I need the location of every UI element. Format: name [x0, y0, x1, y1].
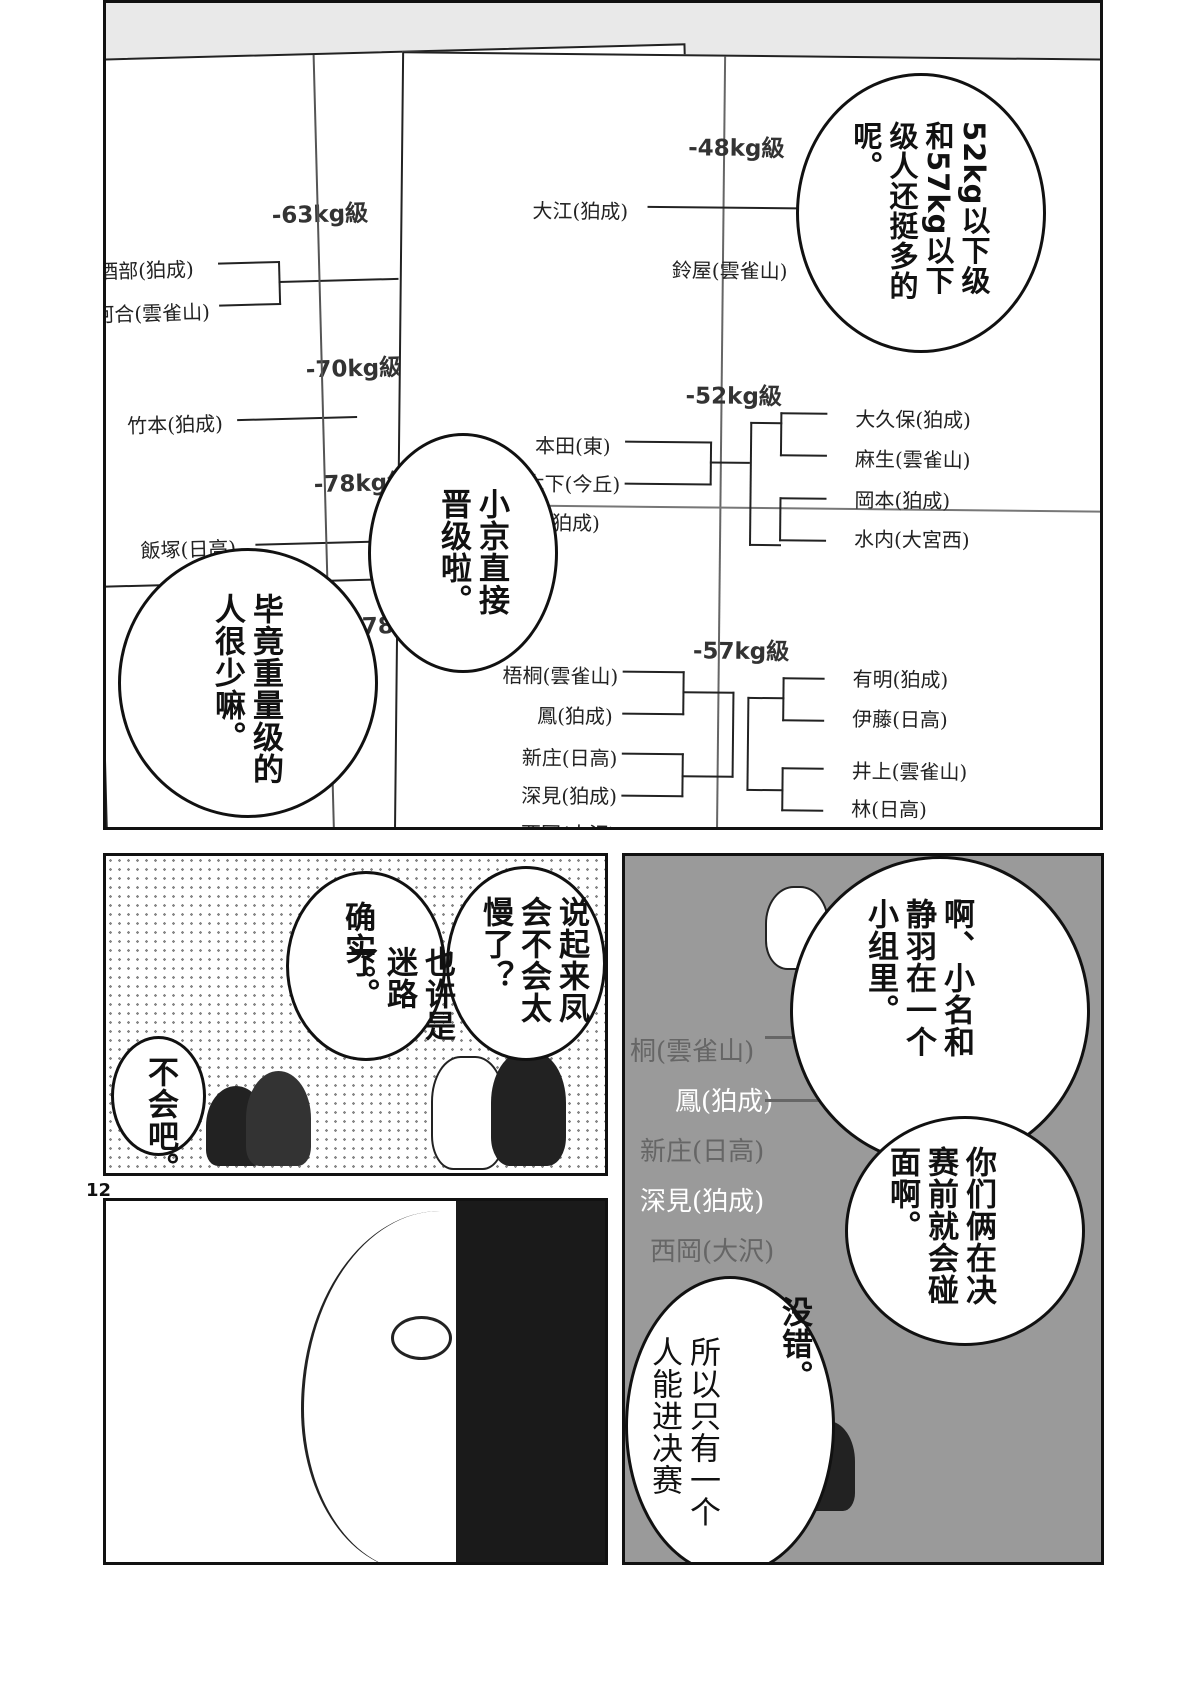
- mid-left-panel: 说起来凤会不会太慢了？ 确实。 也许是迷路了。 不会吧。: [103, 853, 608, 1176]
- entry-aso: 麻生(雲雀山): [854, 447, 971, 473]
- bracket-63-line: [278, 277, 399, 284]
- speech-bubble-right-1: [790, 856, 1090, 1166]
- bracket-57-left-join: [681, 691, 735, 778]
- bracket-57-left-a: [622, 670, 685, 716]
- character-dark-hair-girl: [491, 1051, 566, 1166]
- bracket-63: [218, 260, 282, 307]
- class-label-63: -63kg級: [271, 200, 369, 230]
- entry-ito: 伊藤(日高): [852, 707, 948, 733]
- character-eye: [391, 1316, 452, 1360]
- entry-suzuya: 鈴屋(雲雀山): [671, 258, 788, 284]
- entry-kawai: 河合(雲雀山): [103, 299, 211, 327]
- top-panel: -63kg級 酒部(狛成) 河合(雲雀山) -70kg級 竹本(狛成) -78k…: [103, 0, 1103, 830]
- bracket-52-right-outer: [748, 421, 783, 547]
- class-label-48: -48kg級: [688, 135, 785, 163]
- entry-hayashi: 林(日高): [851, 796, 927, 822]
- speech-text-right-2: 你们俩在决赛前就会碰面啊。: [884, 1146, 996, 1306]
- bg-entry-4: 深見(狛成): [640, 1187, 765, 1217]
- entry-ariake: 有明(狛成): [852, 667, 949, 693]
- entry-nishioka: 西岡(大沢): [521, 818, 617, 827]
- right-panel: 桐(雲雀山) 鳳(狛成) 新庄(日高) 深見(狛成) 西岡(大沢) 啊、小名和静…: [622, 853, 1104, 1565]
- speech-text-right-1: 啊、小名和静羽在一个小组里。: [862, 898, 974, 1058]
- entry-sakabe: 酒部(狛成): [103, 257, 195, 284]
- character-short-hair-right: [246, 1071, 311, 1166]
- entry-inoue: 井上(雲雀山): [851, 758, 968, 785]
- entry-otori: 鳳(狛成): [537, 703, 613, 729]
- bg-entry-5: 西岡(大沢): [650, 1237, 775, 1267]
- class-label-57: -57kg級: [692, 638, 790, 666]
- bracket-52-center: [709, 461, 750, 464]
- bracket-52-left: [624, 440, 713, 486]
- bracket-57-right-a: [782, 677, 825, 722]
- bg-entry-2: 鳳(狛成): [675, 1087, 774, 1117]
- speech-bubble-mid-1: [446, 866, 605, 1061]
- entry-oe: 大江(狛成): [532, 198, 629, 224]
- entry-mizuuchi: 水内(大宮西): [853, 527, 970, 553]
- class-label-52: -52kg級: [685, 383, 783, 411]
- speech-text-top-right: 52kg以下级和57kg以下级人还挺多的呢。: [849, 121, 991, 301]
- entry-gotou: 梧桐(雲雀山): [502, 663, 619, 689]
- speech-bubble-top-middle: [368, 433, 558, 673]
- speech-text-right-3: 没错。: [776, 1296, 812, 1392]
- speech-bubble-right-2: [845, 1116, 1085, 1346]
- entry-shinjo: 新庄(日高): [521, 745, 618, 771]
- speech-text-mid-1: 说起来凤会不会太慢了？: [477, 896, 589, 1024]
- bracket-57-right-b: [781, 767, 824, 812]
- entry-okubo: 大久保(狛成): [855, 407, 972, 433]
- entry-fukami: 深見(狛成): [521, 783, 618, 809]
- speech-text-top-middle: 小京直接晋级啦。: [435, 488, 509, 616]
- entry-okamoto: 岡本(狛成): [854, 488, 951, 514]
- entry-honda: 本田(東): [534, 433, 611, 459]
- speech-text-mid-4: 不会吧。: [142, 1056, 178, 1176]
- speech-text-mid-2: 确实。: [339, 901, 375, 997]
- speech-bubble-top-right: [796, 73, 1046, 353]
- bottom-left-panel: [103, 1198, 608, 1565]
- entry-takemoto: 竹本(狛成): [126, 411, 224, 439]
- speech-text-top-left: 毕竟重量级的人很少嘛。: [209, 593, 283, 785]
- bracket-70-line: [237, 416, 358, 422]
- character-hair: [456, 1201, 605, 1562]
- bg-entry-3: 新庄(日高): [640, 1137, 765, 1167]
- bracket-78-line: [255, 540, 376, 546]
- speech-bubble-right-3: [625, 1276, 835, 1562]
- page-number: 12: [86, 1180, 112, 1201]
- bracket-52-right-a: [779, 412, 828, 457]
- speech-bubble-mid-2: [286, 871, 446, 1061]
- speech-text-right-4: 所以只有一个人能进决赛: [646, 1336, 720, 1528]
- bracket-57-right-join: [746, 696, 785, 792]
- bg-entry-1: 桐(雲雀山): [630, 1037, 755, 1067]
- speech-bubble-mid-4: [111, 1036, 206, 1156]
- bracket-57-left-b: [621, 752, 684, 798]
- bracket-52-right-b: [779, 497, 827, 542]
- speech-bubble-top-left: [118, 548, 378, 818]
- speech-text-mid-3: 也许是迷路了。: [343, 946, 455, 1042]
